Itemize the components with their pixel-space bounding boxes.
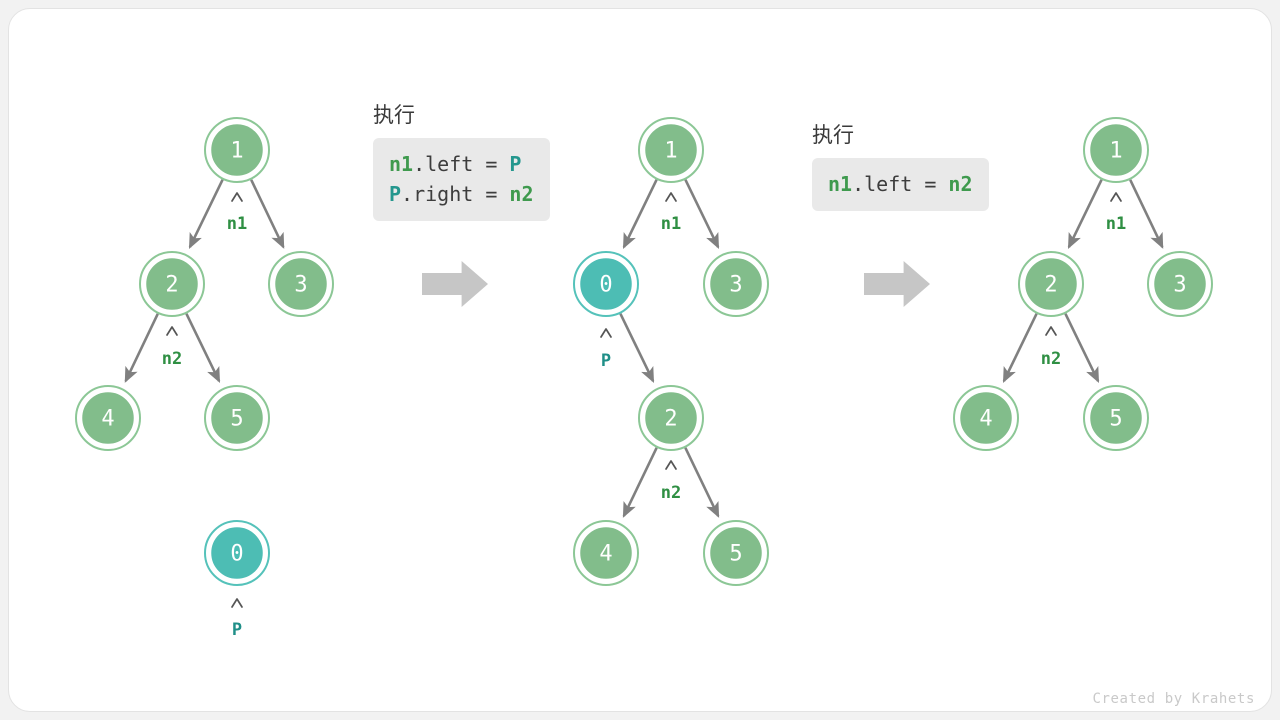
tree-edge (1002, 313, 1038, 383)
pointer-label: P (232, 620, 242, 640)
code-line: n1.left = P (389, 149, 534, 179)
edges-layer (124, 179, 1164, 518)
tree-node[interactable]: 3 (268, 251, 334, 317)
node-value: 1 (230, 139, 243, 164)
code-token: P (389, 182, 402, 206)
code-line: n1.left = n2 (828, 169, 973, 199)
node-value: 3 (729, 273, 742, 298)
tree-node[interactable]: 5 (1083, 385, 1149, 451)
pointer-caret-icon (231, 598, 243, 608)
credit-text: Created by Krahets (1092, 691, 1255, 707)
tree-node[interactable]: 5 (204, 385, 270, 451)
node-value: 2 (664, 407, 677, 432)
pointer-caret-icon (1045, 326, 1057, 336)
pointer-label: n1 (661, 214, 681, 234)
node-value: 1 (664, 139, 677, 164)
code-token: P (509, 152, 522, 176)
node-value: 4 (979, 407, 992, 432)
node-value: 5 (1109, 407, 1122, 432)
tree-edge (1064, 313, 1100, 383)
code-line: P.right = n2 (389, 179, 534, 209)
pointer-caret-icon (1110, 192, 1122, 202)
tree-edge (619, 313, 655, 383)
tree-node[interactable]: 4 (573, 520, 639, 586)
tree-node[interactable]: 0 (204, 520, 270, 586)
node-value: 0 (230, 542, 243, 567)
code-token: n1 (828, 172, 853, 196)
code-token: n1 (389, 152, 414, 176)
tree-edge (1067, 179, 1103, 249)
node-value: 5 (729, 542, 742, 567)
node-value: 5 (230, 407, 243, 432)
tree-edge (622, 179, 658, 249)
node-value: 1 (1109, 139, 1122, 164)
tree-node[interactable]: 1 (204, 117, 270, 183)
code-panel-2: 执行 n1.left = n2 (812, 125, 989, 211)
tree-node[interactable]: 0 (573, 251, 639, 317)
pointer-label: P (601, 351, 611, 371)
pointer-label: n2 (661, 483, 681, 503)
pointer-caret-icon (600, 328, 612, 338)
pointer-caret-icon (665, 192, 677, 202)
tree-node[interactable]: 2 (638, 385, 704, 451)
node-value: 0 (599, 273, 612, 298)
code-token: .right = (401, 182, 510, 206)
code-token: n2 (509, 182, 534, 206)
tree-edge (250, 179, 285, 249)
tree-node[interactable]: 1 (1083, 117, 1149, 183)
node-value: 3 (1173, 273, 1186, 298)
pointer-label: n2 (162, 349, 182, 369)
pointer-caret-icon (665, 460, 677, 470)
tree-node[interactable]: 5 (703, 520, 769, 586)
node-value: 2 (165, 273, 178, 298)
code-token: .left = (413, 152, 510, 176)
node-value: 3 (294, 273, 307, 298)
tree-node[interactable]: 1 (638, 117, 704, 183)
step-arrow-2 (864, 261, 930, 307)
tree-edge (188, 179, 224, 249)
pointer-caret-icon (231, 192, 243, 202)
step-arrow-1 (422, 261, 488, 307)
tree-node[interactable]: 3 (703, 251, 769, 317)
tree-edge (684, 447, 720, 518)
tree-node[interactable]: 2 (139, 251, 205, 317)
exec-label-1: 执行 (373, 103, 415, 127)
pointer-label: n1 (1106, 214, 1126, 234)
tree-edge (622, 447, 658, 518)
nodes-layer: 1 2 3 4 5 0 1 0 3 2 4 5 1 2 3 4 5 (75, 117, 1213, 586)
node-value: 2 (1044, 273, 1057, 298)
pointer-label: n1 (227, 214, 247, 234)
tree-node[interactable]: 3 (1147, 251, 1213, 317)
pointer-caret-icon (166, 326, 178, 336)
exec-label-2: 执行 (812, 123, 854, 147)
code-token: .left = (852, 172, 949, 196)
tree-node[interactable]: 4 (75, 385, 141, 451)
code-block-2: n1.left = n2 (812, 158, 989, 211)
tree-edge (1129, 179, 1164, 249)
tree-edge (684, 179, 720, 249)
node-value: 4 (101, 407, 114, 432)
tree-node[interactable]: 4 (953, 385, 1019, 451)
tree-edge (185, 313, 221, 383)
pointer-label: n2 (1041, 349, 1061, 369)
block-arrows-layer (422, 261, 930, 307)
node-value: 4 (599, 542, 612, 567)
tree-node[interactable]: 2 (1018, 251, 1084, 317)
code-token: n2 (948, 172, 973, 196)
tree-edge (124, 313, 159, 383)
